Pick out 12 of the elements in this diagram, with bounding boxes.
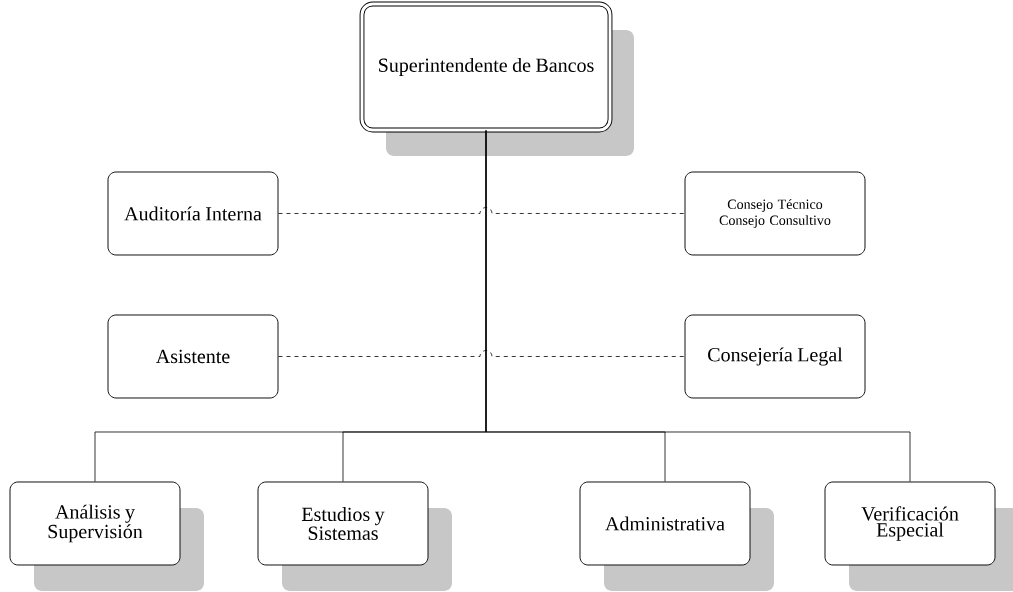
org-box: Consejo Técnico Consejo Consultivo [684, 171, 866, 256]
connector-line [485, 130, 911, 482]
org-box: Auditoría Interna [107, 171, 279, 256]
org-box: Consejería Legal [684, 314, 866, 399]
org-box: Asistente [107, 314, 279, 399]
org-box: Estudios y Sistemas [257, 481, 452, 591]
org-box: Análisis y Supervisión [9, 481, 204, 591]
org-box: Verificación Especial [824, 481, 1013, 591]
org-box: Superintendente de Bancos [359, 1, 634, 156]
connector-line [278, 350, 685, 357]
connector-line [278, 207, 685, 214]
org-box: Administrativa [579, 481, 774, 591]
